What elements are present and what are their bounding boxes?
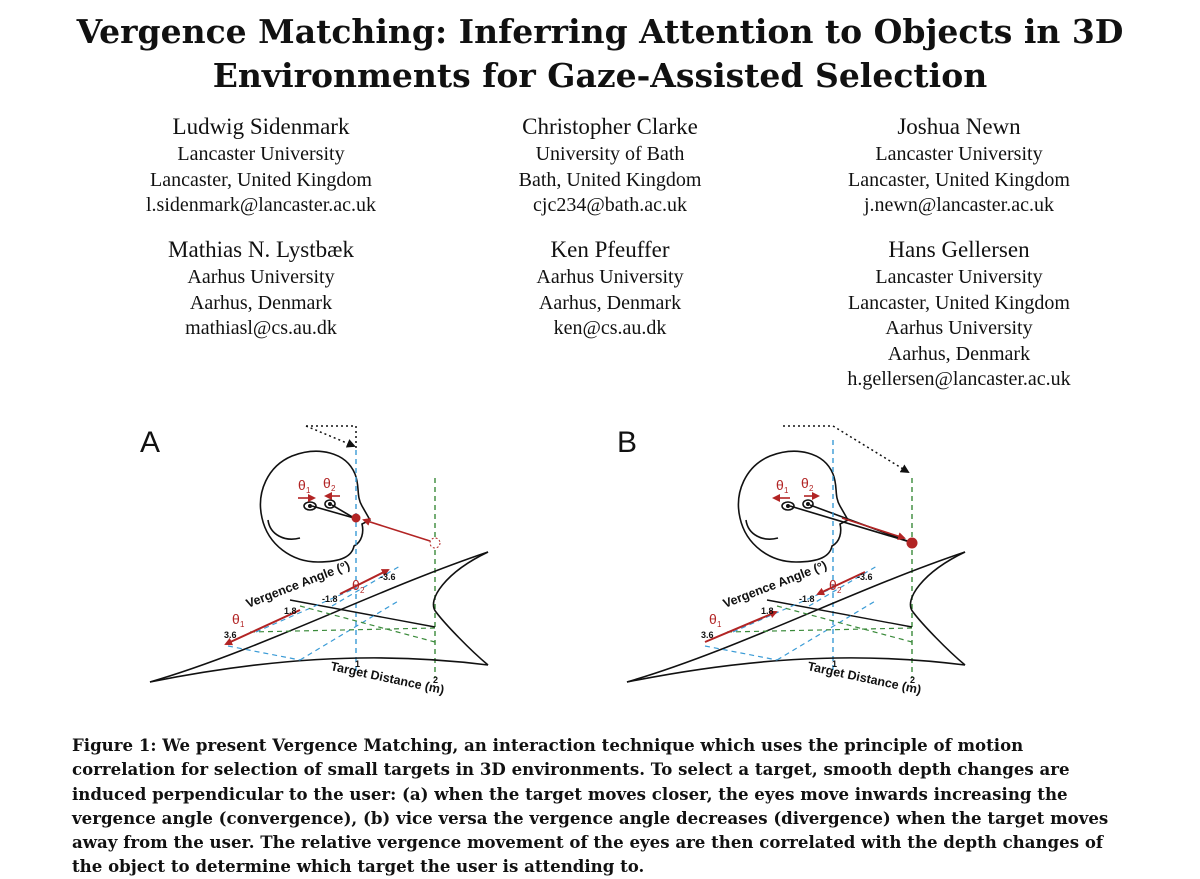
author-location-2: Aarhus, Denmark — [887, 342, 1031, 365]
head-illustration — [259, 450, 372, 563]
author-email[interactable]: h.gellersen@lancaster.ac.uk — [847, 368, 1071, 390]
projection-lines — [704, 565, 913, 661]
title-line-1: Vergence Matching: Inferring Attention t… — [76, 12, 1124, 51]
eye-pupil — [308, 504, 312, 508]
distance-axis-label: Target Distance (m) — [806, 659, 922, 697]
author-name: Joshua Newn — [897, 114, 1021, 139]
theta-1-label: θ — [776, 477, 784, 493]
vergence-tick: -1.8 — [322, 594, 338, 604]
author-affiliation: Aarhus University — [536, 266, 684, 288]
theta-2-label: θ — [801, 475, 809, 491]
axis-theta-2-sub: 2 — [837, 586, 842, 595]
panel-a: A θ 1 θ 2 — [140, 425, 489, 697]
axis-theta-1-sub: 1 — [240, 620, 245, 629]
author-location: Lancaster, United Kingdom — [848, 168, 1070, 191]
theta-1-label: θ — [298, 477, 306, 493]
author-name: Mathias N. Lystbæk — [168, 237, 354, 262]
axis-theta-1-sub: 1 — [717, 620, 722, 629]
author-affiliation: Lancaster University — [177, 143, 345, 165]
eye-pupil — [806, 502, 810, 506]
paper-title: Vergence Matching: Inferring Attention t… — [0, 10, 1200, 98]
author-name: Christopher Clarke — [522, 114, 698, 139]
author-location: Lancaster, United Kingdom — [848, 291, 1070, 314]
axis-theta-2: θ — [352, 577, 360, 593]
vergence-tick: 3.6 — [224, 630, 237, 640]
author-block: Ken Pfeuffer Aarhus University Aarhus, D… — [440, 235, 780, 342]
vergence-tick: 1.8 — [761, 606, 774, 616]
author-block: Ludwig Sidenmark Lancaster University La… — [91, 112, 431, 219]
author-location: Aarhus, Denmark — [189, 291, 333, 314]
theta-2-label: θ — [323, 475, 331, 491]
distance-tick: 2 — [910, 675, 915, 685]
author-affiliation: Lancaster University — [875, 266, 1043, 288]
author-email[interactable]: l.sidenmark@lancaster.ac.uk — [146, 194, 376, 216]
axis-theta-2: θ — [829, 577, 837, 593]
panel-label: A — [140, 426, 160, 459]
author-block: Hans Gellersen Lancaster University Lanc… — [789, 235, 1129, 393]
target-object — [351, 513, 361, 523]
author-name: Ludwig Sidenmark — [172, 114, 350, 139]
vergence-tick: -3.6 — [380, 572, 396, 582]
distance-tick: 2 — [433, 675, 438, 685]
vergence-tick: -3.6 — [857, 572, 873, 582]
author-affiliation: Aarhus University — [187, 266, 335, 288]
vergence-tick: -1.8 — [799, 594, 815, 604]
author-location: Aarhus, Denmark — [538, 291, 682, 314]
author-name: Ken Pfeuffer — [550, 237, 670, 262]
author-email[interactable]: j.newn@lancaster.ac.uk — [863, 194, 1054, 216]
head-illustration — [737, 450, 850, 563]
author-location: Bath, United Kingdom — [518, 168, 702, 191]
author-affiliation: University of Bath — [535, 143, 685, 165]
vergence-tick: 1.8 — [284, 606, 297, 616]
target-ghost — [429, 537, 441, 549]
theta-2-subscript: 2 — [331, 484, 336, 493]
theta-2-subscript: 2 — [809, 484, 814, 493]
axis-theta-1: θ — [709, 611, 717, 627]
author-email[interactable]: mathiasl@cs.au.dk — [185, 317, 337, 339]
panel-b: B θ 1 θ 2 — [617, 425, 966, 697]
author-block: Mathias N. Lystbæk Aarhus University Aar… — [91, 235, 431, 342]
distance-tick: 1 — [355, 659, 360, 669]
author-email[interactable]: cjc234@bath.ac.uk — [533, 194, 687, 216]
author-name: Hans Gellersen — [888, 237, 1030, 262]
distance-axis-label: Target Distance (m) — [329, 659, 445, 697]
distance-tick: 1 — [832, 659, 837, 669]
author-location: Lancaster, United Kingdom — [150, 168, 372, 191]
figure-1: A θ 1 θ 2 — [140, 425, 966, 697]
author-affiliation: Lancaster University — [875, 143, 1043, 165]
vergence-tick: 3.6 — [701, 630, 714, 640]
author-block: Christopher Clarke University of Bath Ba… — [440, 112, 780, 219]
axis-theta-2-sub: 2 — [360, 586, 365, 595]
figure-caption: Figure 1: We present Vergence Matching, … — [72, 735, 1109, 877]
author-email[interactable]: ken@cs.au.dk — [553, 317, 667, 339]
theta-1-subscript: 1 — [784, 486, 789, 495]
panel-label: B — [617, 426, 637, 459]
eye-pupil — [328, 502, 332, 506]
target-object — [906, 537, 918, 549]
title-line-2: Environments for Gaze-Assisted Selection — [212, 56, 988, 95]
axis-theta-1: θ — [232, 611, 240, 627]
eye-pupil — [786, 504, 790, 508]
theta-1-subscript: 1 — [306, 486, 311, 495]
author-affiliation-2: Aarhus University — [885, 317, 1033, 339]
author-block: Joshua Newn Lancaster University Lancast… — [789, 112, 1129, 219]
